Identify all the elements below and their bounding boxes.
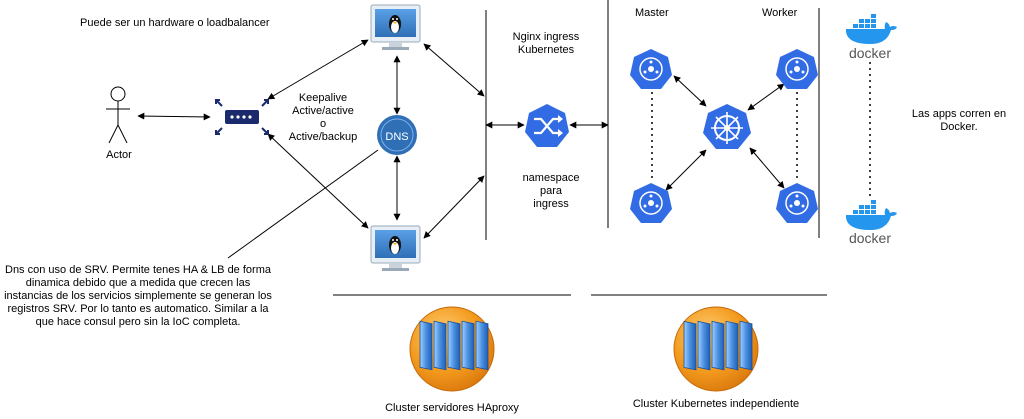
- namespace-line-3: ingress: [533, 198, 569, 210]
- master-bottom-helm-connector: [665, 149, 707, 191]
- person-icon: [106, 86, 130, 144]
- apps-line-2: Docker.: [940, 121, 978, 133]
- bottom-server-nginx-connector: [423, 175, 485, 239]
- dns-note: Dns con uso de SRV. Permite tenes HA & L…: [4, 264, 272, 328]
- kubernetes-node-worker-top-icon: [776, 49, 818, 89]
- cluster-haproxy-label: Cluster servidores HAproxy: [385, 402, 519, 414]
- docker-whale-bottom-icon: [846, 200, 897, 230]
- dns-icon: [377, 115, 417, 155]
- worker-label: Worker: [762, 7, 798, 19]
- cluster-kubernetes-label: Cluster Kubernetes independiente: [632, 398, 800, 410]
- namespace-label: namespace para ingress: [513, 172, 589, 211]
- server-cluster-haproxy-icon: [409, 306, 495, 392]
- worker-top-helm-connector: [747, 83, 785, 111]
- docker-top-label: docker: [849, 45, 891, 61]
- keepalive-line-2: Active/active: [292, 105, 354, 117]
- nginx-label: Nginx ingress Kubernetes: [500, 31, 592, 57]
- namespace-line-1: namespace: [522, 172, 580, 184]
- namespace-line-2: para: [539, 185, 563, 197]
- kubernetes-helm-icon: [703, 104, 751, 149]
- worker-bottom-helm-connector: [749, 147, 785, 189]
- dns-icon-label: DNS: [385, 131, 408, 143]
- separators: [333, 0, 827, 296]
- actor-router-connector: [137, 112, 211, 121]
- kubernetes-node-master-top-icon: [630, 49, 672, 89]
- hardware-note: Puede ser un hardware o loadbalancer: [80, 17, 270, 29]
- shuffle-ingress-icon: [525, 104, 569, 147]
- nginx-line-1: Nginx ingress: [512, 31, 580, 43]
- docker-bottom-label: docker: [849, 230, 891, 246]
- nginx-line-2: Kubernetes: [517, 44, 575, 56]
- keepalive-line-4: Active/backup: [288, 131, 358, 143]
- master-label: Master: [635, 7, 669, 19]
- master-top-helm-connector: [673, 75, 707, 107]
- apps-note: Las apps corren en Docker.: [900, 108, 1018, 134]
- kubernetes-node-master-bottom-icon: [630, 183, 672, 223]
- kubernetes-node-worker-bottom-icon: [776, 183, 818, 223]
- router-top-server-connector: [267, 39, 369, 100]
- server-cluster-kubernetes-icon: [673, 306, 759, 392]
- docker-whale-top-icon: [846, 14, 897, 44]
- connectors: [137, 39, 871, 259]
- apps-line-1: Las apps corren en: [911, 108, 1007, 120]
- actor-label: Actor: [106, 149, 132, 161]
- keepalive-line-3: o: [319, 118, 327, 130]
- linux-server-top-icon: [370, 4, 421, 50]
- linux-server-bottom-icon: [370, 225, 421, 271]
- keepalive-label: Keepalive Active/active o Active/backup: [278, 92, 368, 144]
- keepalive-line-1: Keepalive: [298, 92, 348, 104]
- router-bottom-server-connector: [267, 133, 369, 229]
- top-server-nginx-connector: [423, 43, 485, 97]
- dns-note-pointer: [227, 149, 379, 259]
- router-icon: [215, 99, 269, 135]
